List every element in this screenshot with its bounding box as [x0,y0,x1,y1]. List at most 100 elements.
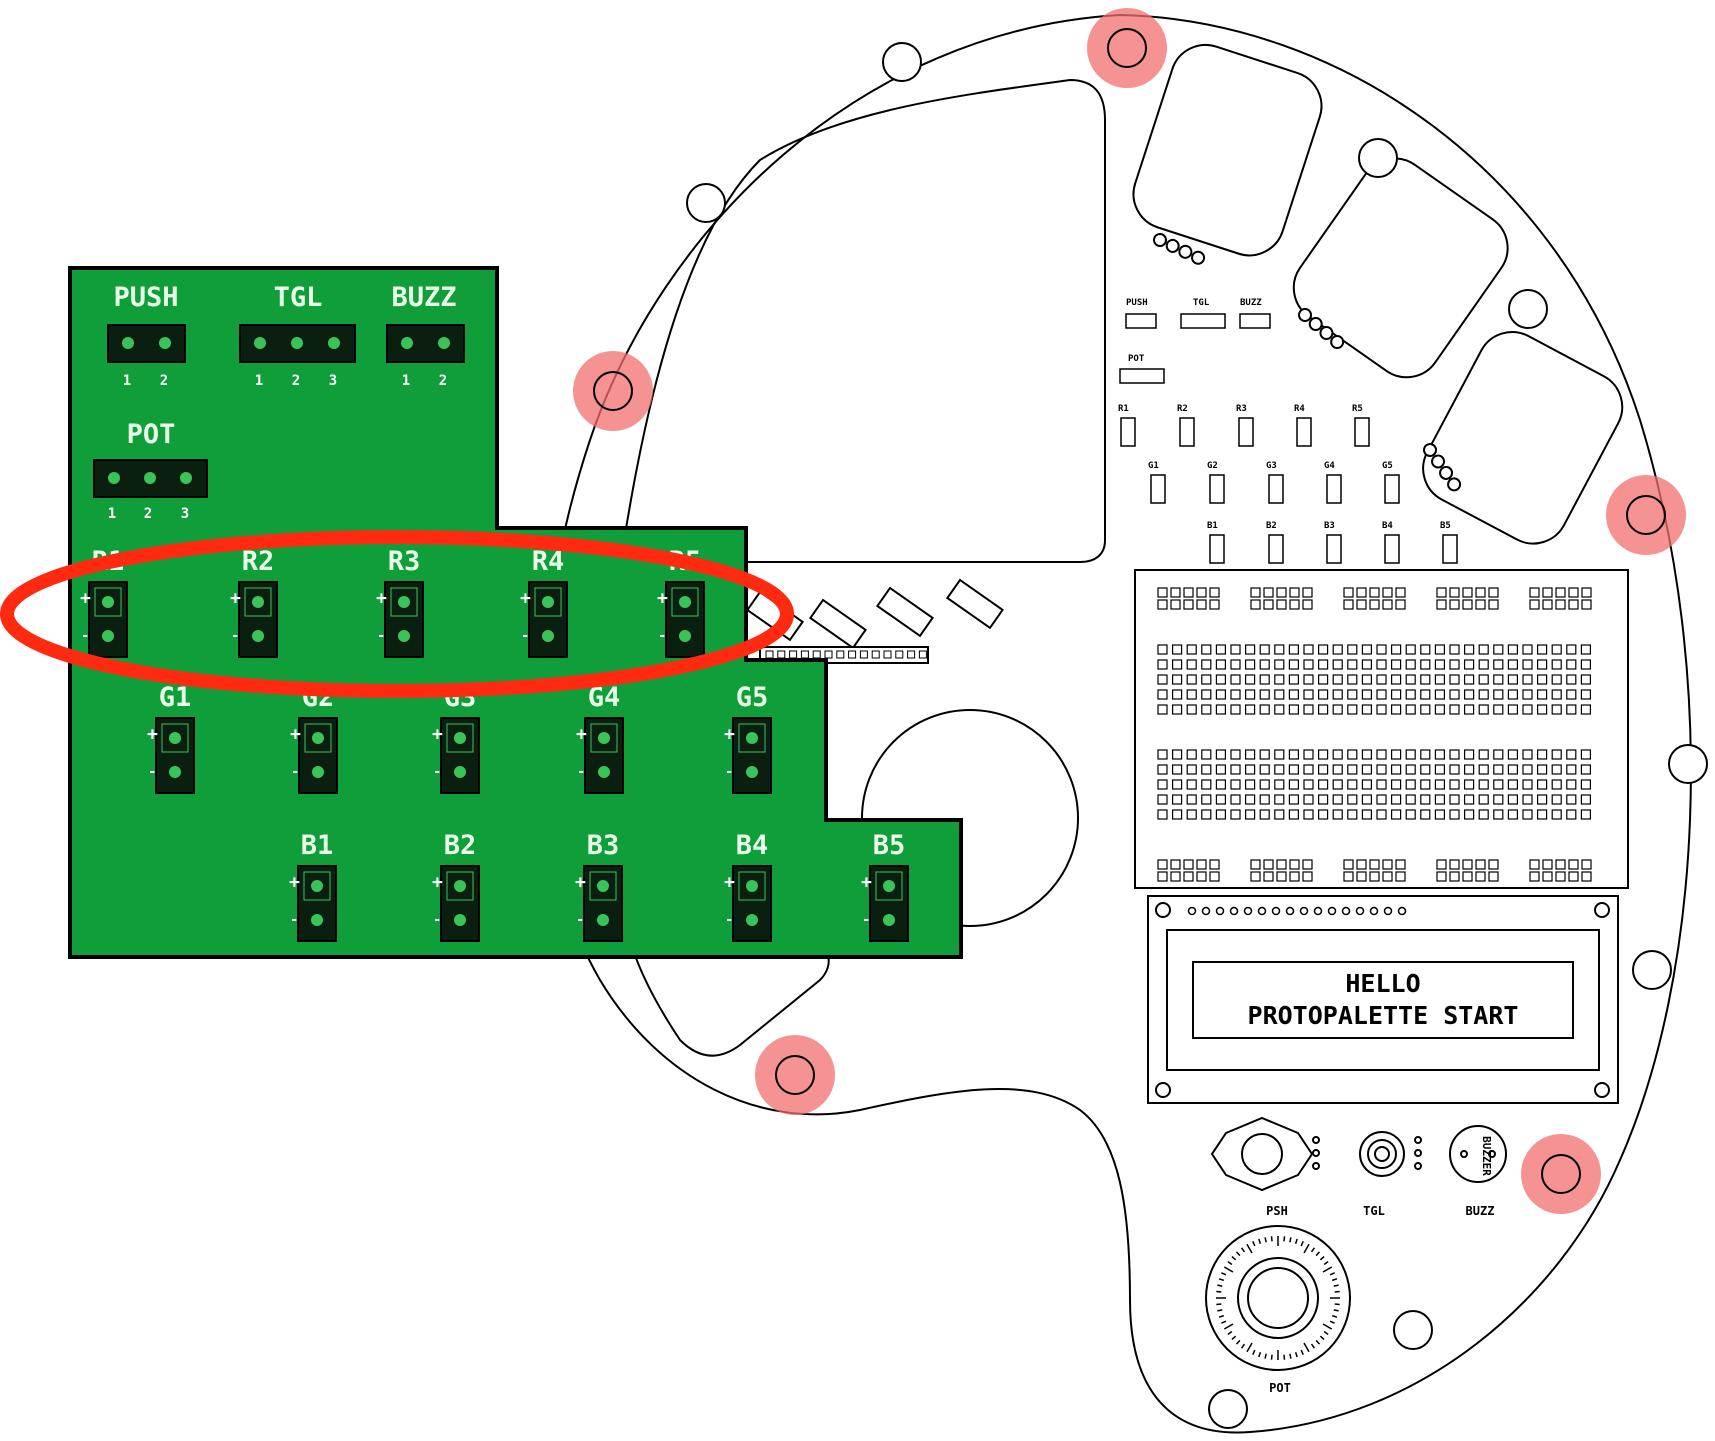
led-header-b3 [583,865,623,942]
mini-headers [1119,313,1458,564]
mini-labels: PUSH TGL BUZZ POT R1 R2 R3 R4 R5 G1 G2 G… [1118,298,1451,531]
plus-sign-b2: + [432,872,443,893]
mini-label-buzz: BUZZ [1240,298,1262,308]
mini-label-r3: R3 [1236,404,1247,414]
led-header-r3 [384,581,424,658]
mini-label-r4: R4 [1294,404,1305,414]
plus-sign-b5: + [861,872,872,893]
pot-pin-2: 2 [144,506,152,522]
plus-sign-r1: + [80,588,91,609]
mini-label-b1: B1 [1207,521,1218,531]
mini-label-push: PUSH [1126,298,1148,308]
mini-label-r5: R5 [1352,404,1363,414]
mini-label-g5: G5 [1382,461,1393,471]
mini-label-tgl: TGL [1193,298,1210,308]
highlight-hole [573,351,653,431]
minus-sign-b5: - [862,912,870,928]
plus-sign-r5: + [657,588,668,609]
buzz-pin-1: 1 [402,373,410,389]
minus-sign-g1: - [148,764,156,780]
plus-sign-b1: + [289,872,300,893]
mini-label-r2: R2 [1177,404,1188,414]
mini-label-pot: POT [1128,354,1145,364]
plus-sign-g1: + [147,724,158,745]
buzz-pin-2: 2 [439,373,447,389]
r-row-highlight-ellipse [0,530,794,698]
label-b3: B3 [587,830,620,861]
minus-sign-g2: - [291,764,299,780]
led-header-r2 [238,581,278,658]
label-b5: B5 [873,830,906,861]
plus-sign-g5: + [724,724,735,745]
label-g5: G5 [736,682,769,713]
mini-label-r1: R1 [1118,404,1129,414]
mini-label-b2: B2 [1266,521,1277,531]
lcd-module: HELLO PROTOPALETTE START [1147,895,1619,1104]
led-header-b1 [297,865,337,942]
highlight-hole [1087,8,1167,88]
label-buzz-board: BUZZ [391,282,456,313]
led-header-r1 [88,581,128,658]
minus-sign-r1: - [81,628,89,644]
push-pin-1: 1 [123,373,131,389]
minus-sign-g5: - [725,764,733,780]
lcd-line-1: HELLO [1345,969,1420,998]
mounting-holes [686,42,1708,1429]
tgl-pin-1: 1 [255,373,263,389]
plus-sign-g4: + [576,724,587,745]
label-pot: POT [1269,1381,1291,1395]
pot-pin-3: 3 [181,506,189,522]
push-header [107,324,186,363]
minus-sign-b3: - [576,912,584,928]
tgl-pin-2: 2 [292,373,300,389]
mini-label-g4: G4 [1324,461,1335,471]
label-b2: B2 [444,830,477,861]
led-header-g4 [584,717,624,794]
label-b1: B1 [301,830,334,861]
pot-pin-1: 1 [108,506,116,522]
plus-sign-b4: + [724,872,735,893]
highlight-hole [755,1035,835,1115]
minus-sign-b4: - [725,912,733,928]
plus-sign-r2: + [230,588,241,609]
buzz-header [386,324,465,363]
tgl-header [239,324,356,363]
label-tgl: TGL [1363,1204,1385,1218]
label-buzz: BUZZ [1466,1204,1495,1218]
buzzer-label: BUZZER [1480,1136,1493,1176]
led-header-b5 [869,865,909,942]
label-pot-board: POT [127,419,176,450]
mini-label-g1: G1 [1148,461,1159,471]
mini-label-b3: B3 [1324,521,1335,531]
buzzer [1449,1125,1507,1183]
highlighted-holes [573,8,1686,1214]
plus-sign-b3: + [575,872,586,893]
pot-header [93,459,208,498]
plus-sign-r4: + [520,588,531,609]
green-breakout-board: PUSH TGL BUZZ POT 1 2 1 2 3 1 2 1 [68,266,963,959]
led-header-g3 [440,717,480,794]
label-b4: B4 [736,830,769,861]
plus-sign-r3: + [376,588,387,609]
plus-sign-g2: + [290,724,301,745]
highlight-hole [1521,1134,1601,1214]
minus-sign-b1: - [290,912,298,928]
label-psh: PSH [1266,1204,1288,1218]
minus-sign-r2: - [231,628,239,644]
label-r4: R4 [532,546,565,577]
label-push: PUSH [113,282,178,313]
mini-label-b4: B4 [1382,521,1393,531]
minus-sign-r4: - [521,628,529,644]
plus-sign-g3: + [432,724,443,745]
minus-sign-r3: - [377,628,385,644]
minus-sign-g3: - [433,764,441,780]
sensor-connectors [745,233,1462,650]
led-header-g5 [732,717,772,794]
components [1205,1116,1507,1371]
led-header-b4 [732,865,772,942]
led-header-g2 [298,717,338,794]
label-r2: R2 [242,546,275,577]
led-header-r4 [528,581,568,658]
mini-label-g3: G3 [1266,461,1277,471]
